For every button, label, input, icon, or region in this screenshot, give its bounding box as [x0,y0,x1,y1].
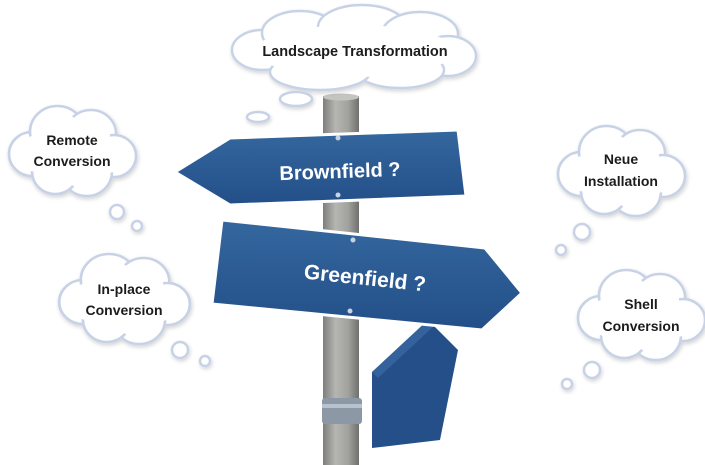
pole-clamp [322,398,362,424]
inplace-label-line1: In-place [98,281,151,297]
thought-cloud-shell-conversion: Shell Conversion [560,268,705,391]
remote-label-line2: Conversion [33,153,110,169]
shell-label-line2: Conversion [602,318,679,334]
brownfield-label: Brownfield ? [279,159,401,185]
shell-label-line1: Shell [624,296,657,312]
thought-cloud-inplace-conversion: In-place Conversion [57,252,212,368]
neue-label-line1: Neue [604,151,638,167]
third-sign-back [372,320,458,448]
brownfield-sign: Brownfield ? [172,128,468,207]
greenfield-sign: Greenfield ? [210,218,525,332]
thought-cloud-remote-conversion: Remote Conversion [7,104,144,233]
landscape-transformation-label: Landscape Transformation [262,44,447,60]
inplace-label-line2: Conversion [85,302,162,318]
remote-label-line1: Remote [46,132,98,148]
neue-label-line2: Installation [584,173,658,189]
thought-cloud-neue-installation: Neue Installation [554,124,687,257]
thought-cloud-landscape: Landscape Transformation [230,3,478,124]
